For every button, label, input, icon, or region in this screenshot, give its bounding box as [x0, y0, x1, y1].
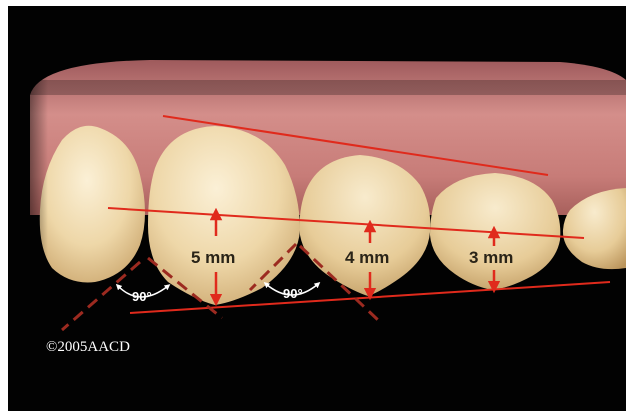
tooth-first-premolar [300, 155, 431, 296]
illustration-frame: 5 mm 4 mm 3 mm 90° 90° ©2005AACD [8, 6, 626, 411]
angle-label-left: 90° [132, 289, 152, 304]
angle-label-right: 90° [283, 286, 303, 301]
measurement-label-second-premolar: 3 mm [469, 248, 513, 267]
measurement-label-canine: 5 mm [191, 248, 235, 267]
measurement-label-first-premolar: 4 mm [345, 248, 389, 267]
dental-proportion-diagram: 5 mm 4 mm 3 mm 90° 90° ©2005AACD [8, 6, 626, 411]
copyright-notice: ©2005AACD [46, 339, 130, 355]
